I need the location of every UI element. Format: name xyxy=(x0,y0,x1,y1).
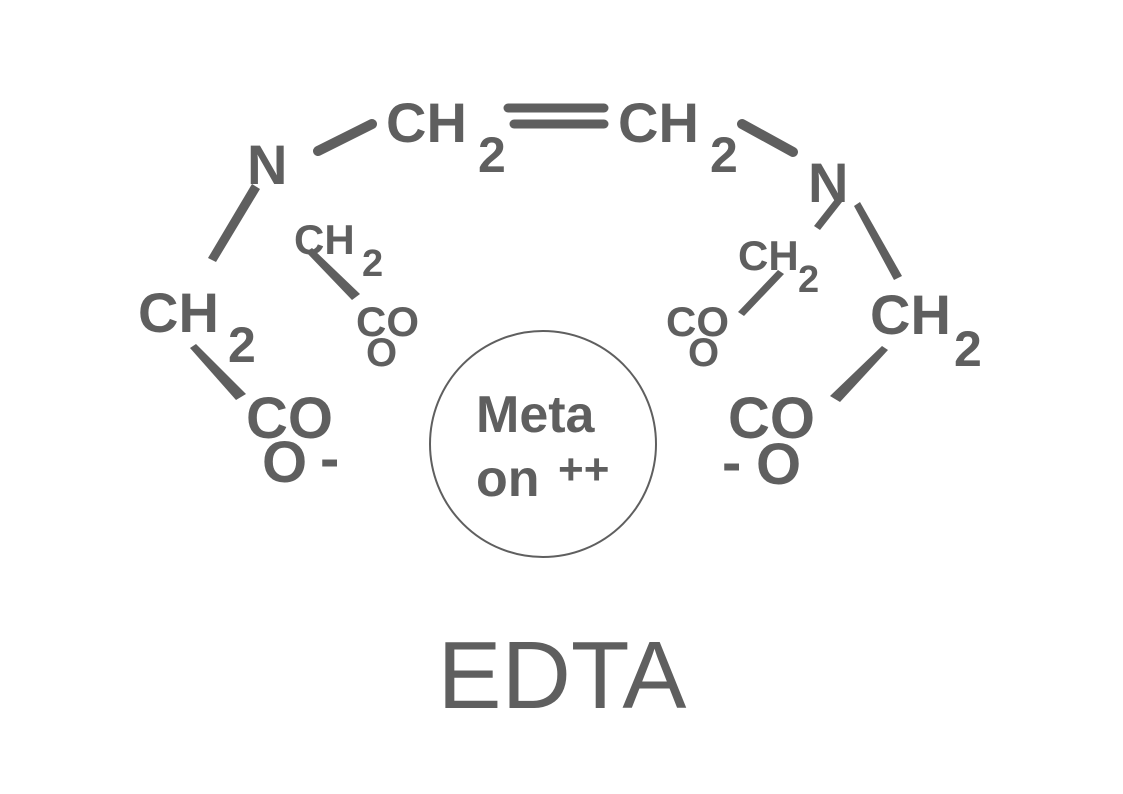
right-inner-ch2: CH 2 xyxy=(738,232,819,301)
nitrogen-left: N xyxy=(247,133,287,196)
metal-ion-line1: Meta xyxy=(476,386,596,444)
backbone-right-ch2-main: CH xyxy=(618,91,699,154)
right-outer-ch2-subscript: 2 xyxy=(954,321,982,377)
left-outer-ch2-main: CH xyxy=(138,281,219,344)
right-inner-o: O xyxy=(688,331,719,375)
wedge-n-left-to-outer-ch2 xyxy=(208,184,260,262)
backbone-left-ch2: CH 2 xyxy=(386,91,506,183)
metal-ion-line2: on xyxy=(476,450,540,508)
metal-ion-circle xyxy=(429,330,657,558)
right-inner-ch2-subscript: 2 xyxy=(798,259,819,301)
left-inner-ch2-subscript: 2 xyxy=(362,243,383,285)
left-inner-co: CO xyxy=(356,298,419,345)
nitrogen-right: N xyxy=(808,151,848,214)
backbone-right-ch2-subscript: 2 xyxy=(710,127,738,183)
left-outer-ch2-subscript: 2 xyxy=(228,317,256,373)
left-inner-ch2: CH 2 xyxy=(294,216,383,285)
left-outer-co: CO xyxy=(246,386,333,451)
left-inner-carboxylate: CO O xyxy=(356,298,419,375)
backbone-left-ch2-subscript: 2 xyxy=(478,127,506,183)
right-inner-carboxylate: CO O xyxy=(666,298,729,375)
wedge-inner-ch2-to-co-right xyxy=(738,270,784,316)
backbone-left-ch2-main: CH xyxy=(386,91,467,154)
right-outer-charge: - xyxy=(722,430,741,495)
diagram-caption: EDTA xyxy=(438,622,687,729)
right-outer-ch2: CH 2 xyxy=(870,283,982,377)
right-inner-co: CO xyxy=(666,298,729,345)
bonds xyxy=(313,103,798,157)
bond-n-left-to-ch2 xyxy=(313,119,377,156)
wedge-inner-ch2-to-co-left xyxy=(306,248,360,300)
left-inner-o: O xyxy=(366,331,397,375)
bond-ch2-to-n-right xyxy=(737,119,798,157)
nitrogen-right-label: N xyxy=(808,151,848,214)
left-outer-carboxylate: CO O - xyxy=(246,386,339,495)
nitrogen-left-label: N xyxy=(247,133,287,196)
wedge-n-right-to-outer-ch2 xyxy=(854,202,902,280)
wedge-outer-ch2-to-co-right xyxy=(830,346,888,402)
backbone-right-ch2: CH 2 xyxy=(618,91,738,183)
right-outer-carboxylate: CO - O xyxy=(722,386,815,497)
metal-ion-charge: ++ xyxy=(558,445,609,494)
left-inner-ch2-main: CH xyxy=(294,216,355,263)
left-outer-charge: - xyxy=(320,426,339,491)
right-outer-o: O xyxy=(756,432,801,497)
wedge-n-right-to-inner-ch2 xyxy=(814,198,842,230)
right-inner-ch2-main: CH xyxy=(738,232,799,279)
right-outer-ch2-main: CH xyxy=(870,283,951,346)
left-outer-ch2: CH 2 xyxy=(138,281,256,373)
wedge-outer-ch2-to-co-left xyxy=(190,344,246,400)
right-outer-co: CO xyxy=(728,386,815,451)
left-outer-o: O xyxy=(262,430,307,495)
wedges xyxy=(190,184,902,402)
metal-ion: Meta on ++ xyxy=(429,330,657,558)
